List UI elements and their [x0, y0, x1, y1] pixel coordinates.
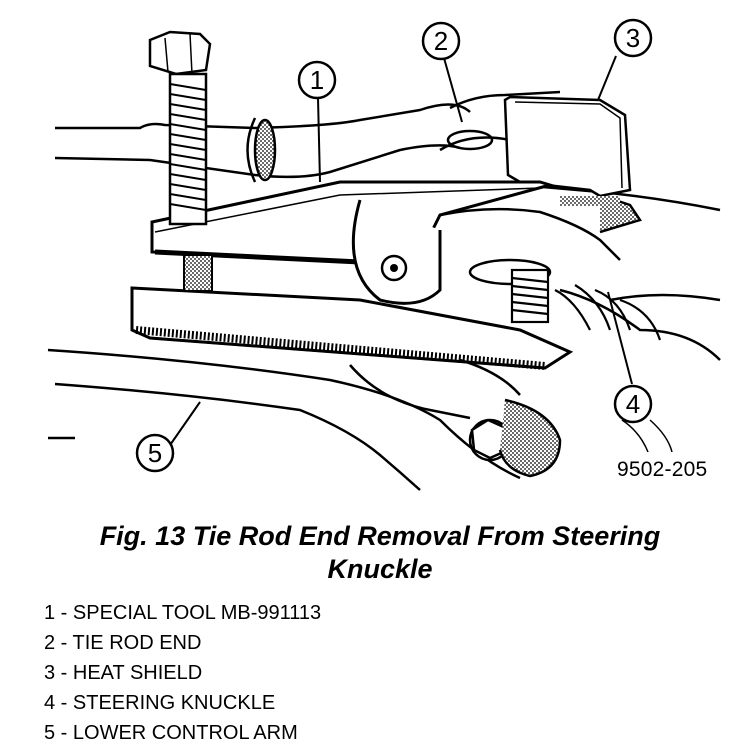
legend-item-special-tool: 1 - SPECIAL TOOL MB-991113 — [44, 602, 322, 624]
svg-text:5: 5 — [148, 438, 162, 468]
lower-control-arm-shape — [47, 348, 562, 491]
legend-item-heat-shield: 3 - HEAT SHIELD — [44, 662, 203, 684]
legend-item-steering-knuckle: 4 - STEERING KNUCKLE — [44, 692, 276, 714]
tie-rod-end-shape — [429, 183, 721, 361]
svg-text:1: 1 — [310, 65, 324, 95]
callout-1: 1 — [297, 60, 337, 100]
figure-code: 9502-205 — [617, 458, 708, 481]
legend-item-tie-rod-end: 2 - TIE ROD END — [44, 632, 202, 654]
heat-shield-shape — [503, 95, 632, 206]
knuckle-stud-shape — [510, 268, 662, 341]
figure-caption: Fig. 13 Tie Rod End Removal From Steerin… — [0, 520, 752, 586]
callout-2: 2 — [421, 21, 461, 61]
callout-4: 4 — [613, 384, 653, 424]
caption-line-1: Fig. 13 Tie Rod End Removal From Steerin… — [99, 521, 661, 551]
caption-line-2: Knuckle — [327, 554, 433, 584]
background-linkage — [54, 90, 561, 183]
tie-rod-removal-illustration: 1 2 3 4 5 — [47, 18, 721, 491]
callout-leaders — [167, 55, 673, 453]
legend-item-lower-control-arm: 5 - LOWER CONTROL ARM — [44, 722, 298, 744]
svg-text:4: 4 — [626, 389, 640, 419]
callout-3: 3 — [613, 18, 653, 58]
svg-text:2: 2 — [434, 26, 448, 56]
callout-5: 5 — [135, 433, 175, 473]
svg-text:3: 3 — [626, 23, 640, 53]
parts-legend: 1 - SPECIAL TOOL MB-991113 2 - TIE ROD E… — [44, 598, 321, 748]
special-tool-shape — [130, 30, 574, 370]
